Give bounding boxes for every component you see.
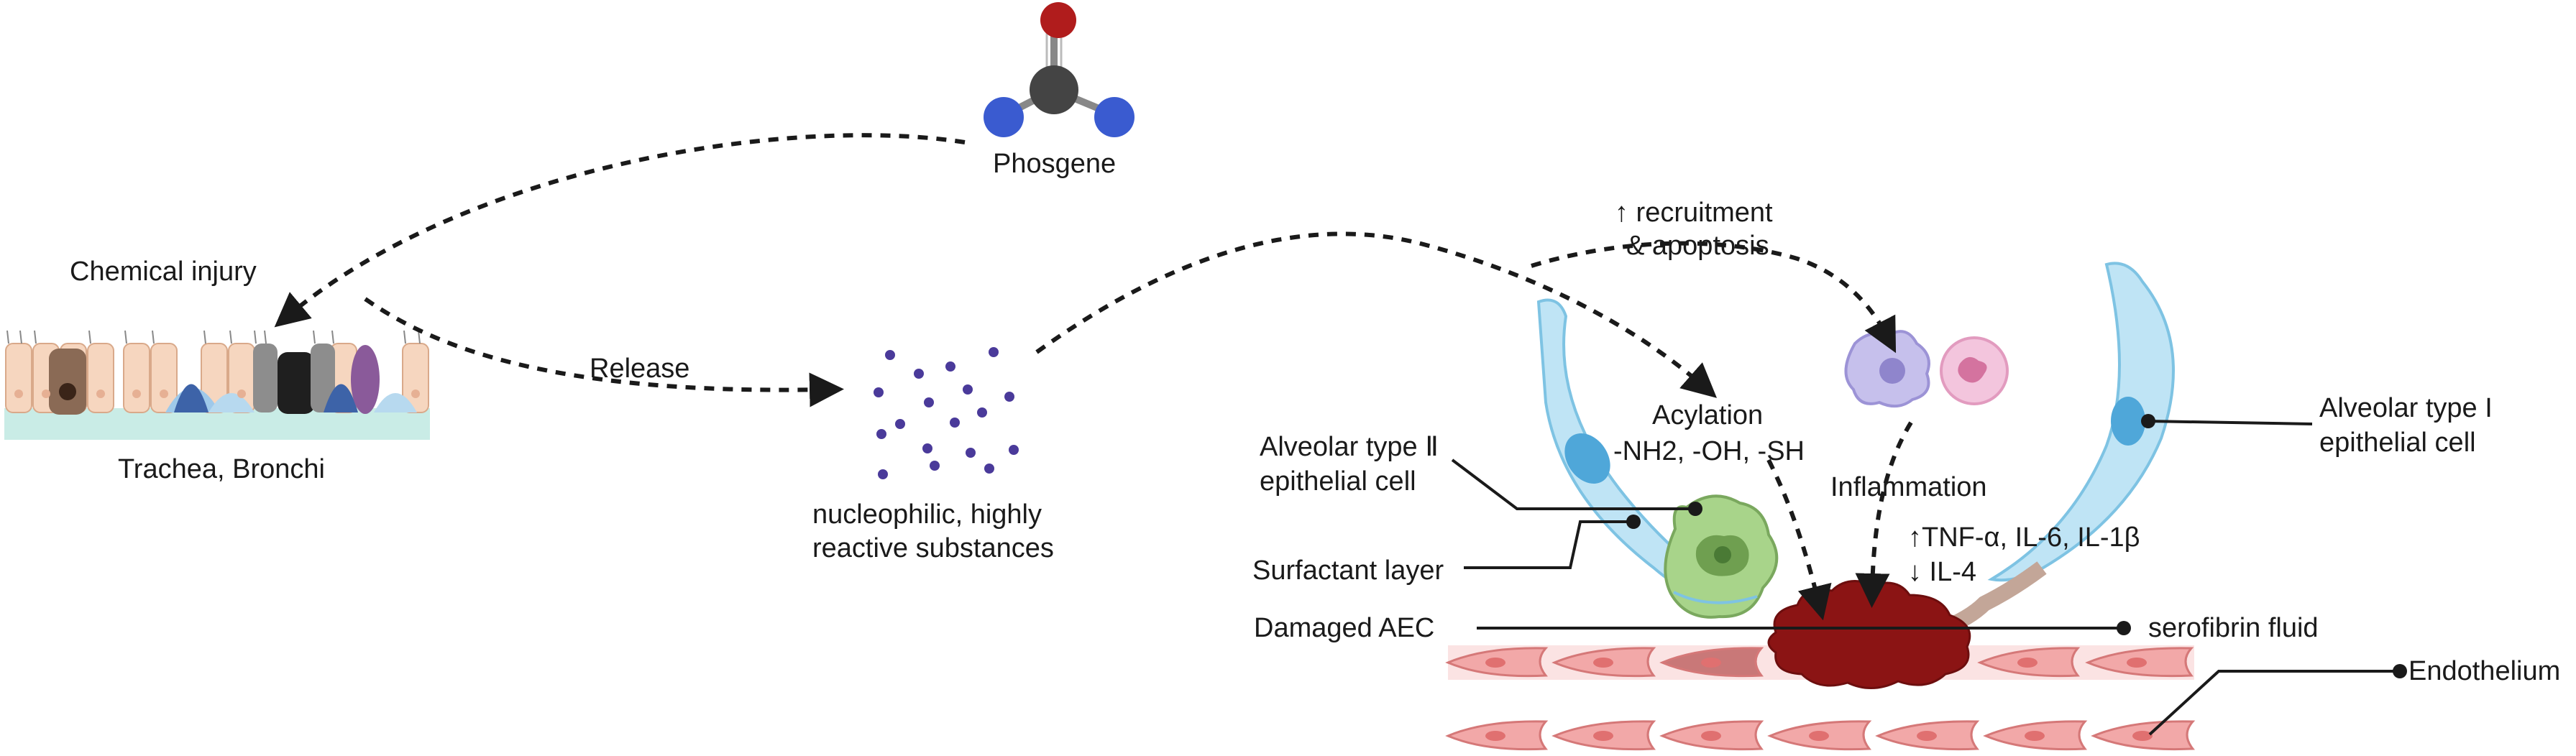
alveolar-type1-label-line2: epithelial cell <box>2319 428 2476 458</box>
leader-alveolar-type1 <box>2148 420 2313 425</box>
neutrophil-icon <box>1940 336 2009 405</box>
reactive-particles-icon <box>874 347 1019 479</box>
chlorine-atom <box>984 97 1024 137</box>
airway-epithelium-illustration <box>4 330 430 440</box>
nucleophilic-label-line2: reactive substances <box>812 533 1054 563</box>
alveolar-type1-label-line1: Alveolar type I <box>2319 393 2493 423</box>
arrow-inflammation-to-damage <box>1855 421 1913 608</box>
leader-alveolar-type2 <box>1451 458 1695 510</box>
phosgene-molecule-icon <box>984 2 1135 137</box>
damaged-aec-icon <box>1767 580 1971 690</box>
trachea-bronchi-label: Trachea, Bronchi <box>118 454 325 484</box>
macrophage-icon <box>1844 330 1930 408</box>
arrow-to-immune-cells <box>1531 241 1897 354</box>
endothelium-label: Endothelium <box>2408 656 2560 686</box>
arrow-acylation-to-damage <box>1766 458 1832 621</box>
leader-surfactant-layer <box>1464 520 1633 569</box>
release-label: Release <box>590 354 689 384</box>
alveolar-type2-label-line2: epithelial cell <box>1260 466 1416 497</box>
arrow-particles-to-acylation <box>1035 231 1718 398</box>
cytokines-down-label: ↓ IL-4 <box>1908 557 1976 587</box>
acylation-label-line1: Acylation <box>1652 400 1763 430</box>
surfactant-layer-label: Surfactant layer <box>1252 556 1444 586</box>
carbon-atom <box>1030 65 1078 114</box>
oxygen-atom <box>1040 2 1076 38</box>
chlorine-atom <box>1094 97 1135 137</box>
damaged-aec-label: Damaged AEC <box>1254 613 1434 643</box>
serofibrin-fluid-label: serofibrin fluid <box>2148 613 2319 643</box>
nucleophilic-label-line1: nucleophilic, highly <box>812 499 1042 530</box>
leader-endothelium <box>2148 670 2400 736</box>
recruitment-label-line1: ↑ recruitment <box>1615 198 1773 228</box>
arrow-phosgene-to-injury <box>274 133 966 328</box>
cytokines-up-label: ↑TNF-α, IL-6, IL-1β <box>1908 522 2140 553</box>
recruitment-label-line2: & apoptosis <box>1626 231 1769 261</box>
alveolar-type2-label-line1: Alveolar type Ⅱ <box>1260 432 1439 462</box>
acylation-label-line2: -NH2, -OH, -SH <box>1613 436 1805 466</box>
inflammation-label: Inflammation <box>1830 472 1987 502</box>
chemical-injury-label: Chemical injury <box>70 257 257 287</box>
phosgene-label: Phosgene <box>993 149 1116 179</box>
alveolar-type2-cell-icon <box>1664 494 1779 619</box>
